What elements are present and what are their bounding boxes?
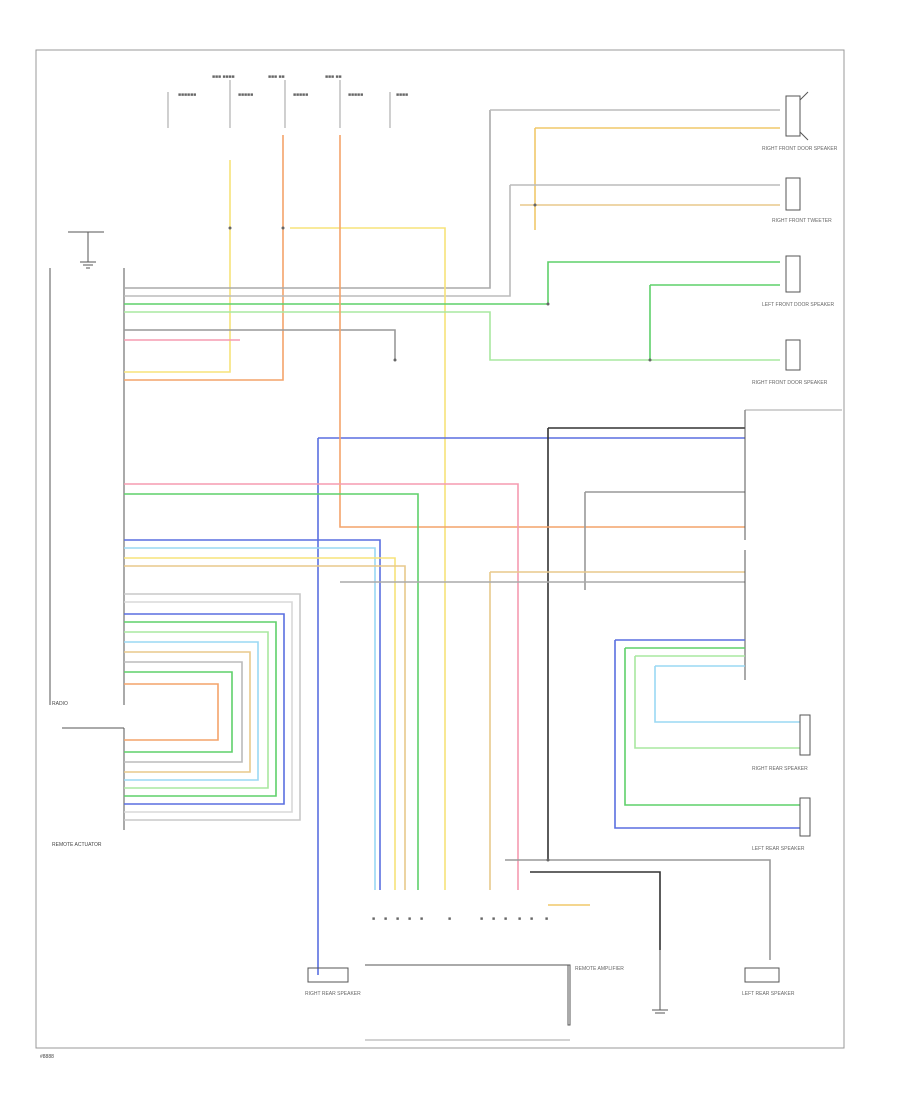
svg-text:■: ■: [545, 916, 548, 922]
svg-text:■■■■■■: ■■■■■■: [178, 92, 196, 98]
remote-actuator-module: REMOTE ACTUATOR: [52, 727, 125, 848]
speaker-right-rear: RIGHT REAR SPEAKER: [752, 714, 811, 772]
wire-bottom-gray: [505, 859, 771, 960]
wire-green-2: [649, 284, 780, 360]
radio-module: RADIO: [49, 268, 125, 707]
speaker-left-front: LEFT FRONT DOOR SPEAKER: [762, 255, 834, 308]
svg-text:LEFT REAR SPEAKER: LEFT REAR SPEAKER: [742, 991, 795, 997]
tweeter-right-front: RIGHT FRONT TWEETER: [772, 177, 832, 224]
speaker-right-rear-bottom: RIGHT REAR SPEAKER: [305, 967, 361, 997]
wire-yellow-top: [290, 227, 446, 890]
svg-text:■: ■: [480, 916, 483, 922]
svg-text:■■■ ■■: ■■■ ■■: [325, 74, 342, 80]
page-code: #8888: [40, 1054, 54, 1060]
svg-text:■: ■: [504, 916, 507, 922]
wire-blue-rr: [614, 639, 800, 829]
wire-gray-1: [124, 110, 491, 289]
ground-splice-bottom: [652, 950, 668, 1014]
svg-text:■■■■■: ■■■■■: [238, 92, 253, 98]
svg-text:■■■ ■■■■: ■■■ ■■■■: [212, 74, 235, 80]
remote-actuator-label: REMOTE ACTUATOR: [52, 842, 102, 848]
svg-text:RIGHT REAR SPEAKER: RIGHT REAR SPEAKER: [752, 766, 808, 772]
svg-text:■■■■■: ■■■■■: [348, 92, 363, 98]
svg-text:RIGHT FRONT DOOR SPEAKER: RIGHT FRONT DOOR SPEAKER: [752, 380, 828, 386]
wire-orange-mid: [339, 135, 745, 528]
wire-blue-2: [124, 539, 381, 890]
wire-green-1: [124, 261, 780, 305]
splice-dots: [228, 203, 652, 862]
wire-gray-tweeter: [490, 109, 780, 186]
wire-orange-main: [124, 135, 284, 381]
wire-green-rr: [624, 647, 800, 806]
wire-gray-2: [124, 185, 511, 297]
svg-text:RIGHT FRONT DOOR SPEAKER: RIGHT FRONT DOOR SPEAKER: [762, 146, 838, 152]
radio-module-label: RADIO: [52, 701, 68, 707]
wire-bottom-black: [530, 871, 661, 950]
speaker-right-front: RIGHT FRONT DOOR SPEAKER: [752, 339, 828, 386]
svg-text:■: ■: [372, 916, 375, 922]
svg-text:■: ■: [420, 916, 423, 922]
ground-symbol: [68, 231, 104, 269]
wire-lightblue-rr: [654, 665, 800, 723]
wire-yellow-2: [124, 557, 396, 890]
svg-text:LEFT REAR SPEAKER: LEFT REAR SPEAKER: [752, 846, 805, 852]
svg-text:■: ■: [408, 916, 411, 922]
svg-text:RIGHT REAR SPEAKER: RIGHT REAR SPEAKER: [305, 991, 361, 997]
wire-green-long: [124, 493, 419, 890]
speaker-left-rear-bottom: LEFT REAR SPEAKER: [742, 967, 795, 997]
wire-tan-tweeter: [534, 127, 780, 230]
svg-text:■■■ ■■: ■■■ ■■: [268, 74, 285, 80]
svg-text:■■■■: ■■■■: [396, 92, 408, 98]
svg-text:■: ■: [492, 916, 495, 922]
wire-gray-mid: [584, 491, 745, 590]
speaker-wire-loops: [124, 593, 301, 821]
wire-tan-2: [124, 565, 406, 890]
bottom-pin-labels: ■ ■ ■ ■ ■ ■ ■ ■ ■ ■ ■ ■: [372, 916, 548, 922]
diagram-frame: [35, 49, 845, 1049]
wire-black-long: [547, 427, 745, 860]
svg-text:■■■■■: ■■■■■: [293, 92, 308, 98]
wire-yellow-main: [124, 160, 231, 373]
wire-lightblue-2: [124, 547, 376, 890]
svg-text:REMOTE AMPLIFIER: REMOTE AMPLIFIER: [575, 966, 624, 972]
fuse-block-top: ■■■ ■■■■ ■■■ ■■ ■■■ ■■ ■■■■■■ ■■■■■ ■■■■…: [167, 74, 408, 128]
wire-blue-long: [317, 437, 745, 975]
svg-text:RIGHT FRONT TWEETER: RIGHT FRONT TWEETER: [772, 218, 832, 224]
wire-gray-3: [124, 329, 396, 360]
amplifier-connector: REMOTE AMPLIFIER: [365, 964, 624, 1041]
speaker-left-rear: LEFT REAR SPEAKER: [752, 797, 811, 852]
wire-lightgreen-rr: [634, 655, 800, 749]
svg-text:■: ■: [530, 916, 533, 922]
svg-text:■: ■: [518, 916, 521, 922]
right-connector-upper: [744, 409, 842, 540]
svg-text:■: ■: [396, 916, 399, 922]
svg-text:■: ■: [448, 916, 451, 922]
svg-text:■: ■: [384, 916, 387, 922]
wire-tan-right: [489, 571, 745, 890]
wire-lightgreen-1: [124, 311, 780, 361]
wire-pink-long: [124, 483, 519, 890]
svg-text:LEFT FRONT DOOR SPEAKER: LEFT FRONT DOOR SPEAKER: [762, 302, 834, 308]
speaker-right-front-upper: RIGHT FRONT DOOR SPEAKER: [762, 91, 838, 152]
